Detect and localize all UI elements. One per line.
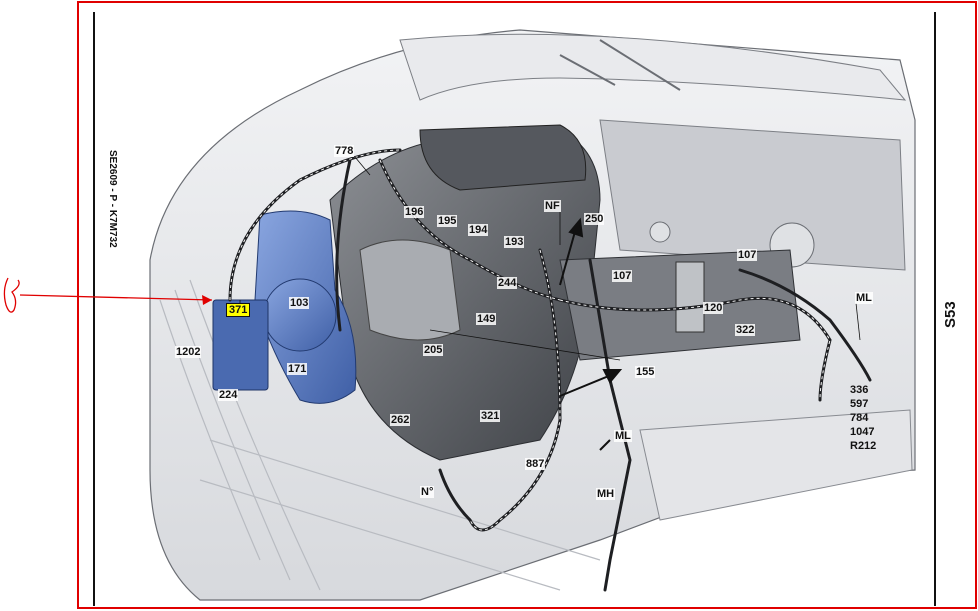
label-107-right: 107	[737, 249, 758, 261]
label-155: 155	[635, 366, 656, 378]
label-ml-center: ML	[614, 430, 632, 442]
annotation-scribble	[3, 277, 20, 313]
label-n-degree: N°	[420, 486, 435, 498]
label-171: 171	[287, 363, 308, 375]
label-195: 195	[437, 215, 458, 227]
label-262: 262	[390, 414, 411, 426]
stack-label-597: 597	[850, 398, 869, 410]
label-149: 149	[476, 313, 497, 325]
label-nf: NF	[544, 200, 561, 212]
label-224: 224	[218, 389, 239, 401]
label-194: 194	[468, 224, 489, 236]
label-1202: 1202	[175, 346, 202, 358]
outer-red-frame	[77, 1, 977, 609]
annotation-arrow-head	[202, 295, 212, 305]
sheet-code: S53	[942, 301, 959, 328]
label-321: 321	[480, 410, 501, 422]
label-stack-right: 336 597 784 1047 R212	[850, 383, 876, 453]
label-ml-right: ML	[855, 292, 873, 304]
stack-label-1047: 1047	[850, 426, 875, 438]
label-196: 196	[404, 206, 425, 218]
label-107-left: 107	[612, 270, 633, 282]
stack-label-784: 784	[850, 412, 869, 424]
label-244: 244	[497, 277, 518, 289]
label-120: 120	[703, 302, 724, 314]
stack-label-r212: R212	[850, 440, 877, 452]
label-887: 887	[525, 458, 546, 470]
label-250: 250	[584, 213, 605, 225]
highlighted-label-371: 371	[226, 303, 251, 317]
label-103: 103	[289, 297, 310, 309]
label-322: 322	[735, 324, 756, 336]
stack-label-336: 336	[850, 384, 869, 396]
label-193: 193	[504, 236, 525, 248]
annotation-arrow-line	[19, 294, 213, 301]
label-778: 778	[334, 145, 355, 157]
label-205: 205	[423, 344, 444, 356]
label-mh: MH	[596, 488, 616, 500]
reference-code: SE2609 - P - K7M732	[107, 150, 118, 248]
